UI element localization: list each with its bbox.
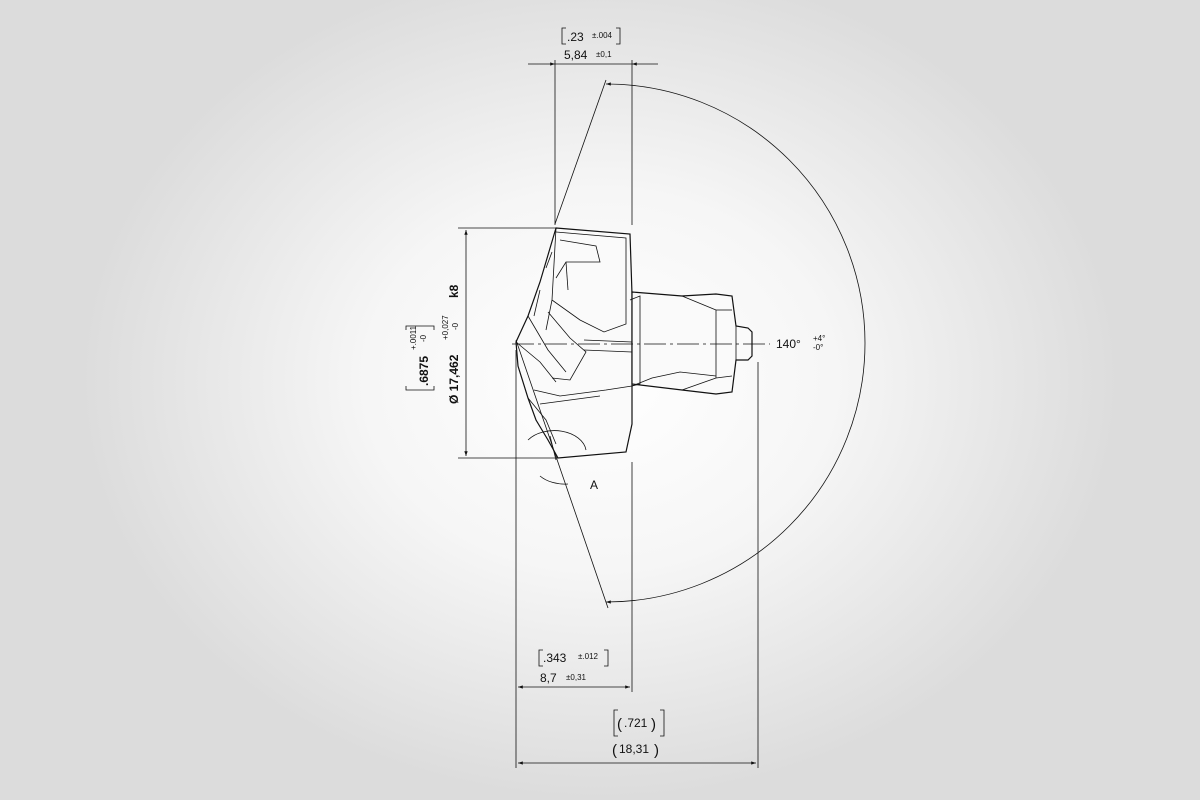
cutter-part — [515, 227, 753, 459]
top-width-inch: .23 — [567, 30, 584, 44]
angle-tol-plus: +4° — [813, 334, 825, 343]
length-inch-tol: ±.012 — [578, 652, 599, 661]
top-width-inch-tol: ±.004 — [592, 31, 613, 40]
length-inch: .343 — [543, 651, 567, 665]
length-mm-tol: ±0,31 — [566, 673, 587, 682]
overall-mm-open: ( — [612, 742, 617, 759]
top-width-dimension — [528, 60, 658, 225]
detail-a-callout — [527, 430, 587, 485]
diameter-dimension — [458, 227, 558, 459]
diameter-fit: k8 — [447, 284, 461, 298]
cutter-body — [515, 227, 633, 459]
overall-inch-close: ) — [651, 716, 656, 733]
overall-inch: .721 — [624, 716, 648, 730]
diameter-mm-tol-minus: -0 — [451, 322, 460, 330]
diameter-mm: Ø 17,462 — [447, 354, 461, 404]
diameter-inch: .6875 — [417, 356, 431, 386]
overall-mm-close: ) — [654, 742, 659, 759]
top-width-mm-tol: ±0,1 — [596, 50, 612, 59]
bottom-dimensions — [515, 350, 759, 768]
angle-value: 140° — [776, 337, 801, 351]
length-mm: 8,7 — [540, 671, 557, 685]
diameter-inch-tol-plus: +.0011 — [409, 325, 418, 350]
overall-inch-open: ( — [617, 716, 622, 733]
detail-a-label: A — [590, 478, 598, 492]
angle-dimension — [515, 79, 866, 609]
cutter-shank — [631, 291, 753, 395]
overall-mm: 18,31 — [619, 742, 649, 756]
angle-tol-minus: -0° — [813, 343, 823, 352]
diameter-mm-tol-plus: +0,027 — [441, 315, 450, 340]
top-width-mm: 5,84 — [564, 48, 588, 62]
diameter-inch-tol-minus: -0 — [419, 334, 428, 342]
